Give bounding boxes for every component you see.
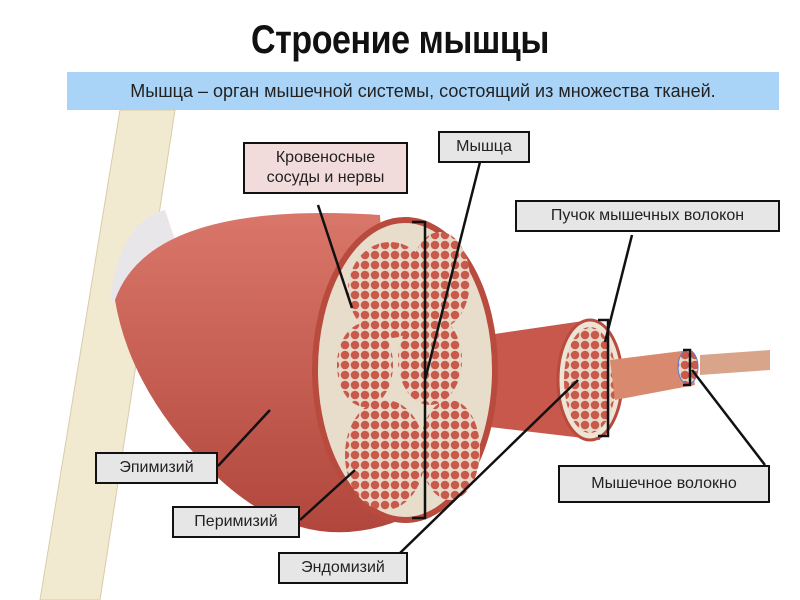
fiber-tube (610, 350, 695, 400)
label-muscle-fiber: Мышечное волокно (558, 465, 770, 503)
label-muscle: Мышца (438, 131, 530, 163)
label-perimysium: Перимизий (172, 506, 300, 538)
page-title: Строение мышцы (251, 18, 549, 62)
fiber-end (677, 349, 699, 385)
label-endomysium: Эндомизий (278, 552, 408, 584)
label-text: сосуды и нервы (266, 169, 385, 186)
label-blood-vessels-nerves: Кровеносные сосуды и нервы (243, 142, 408, 194)
subtitle-banner: Мышца – орган мышечной системы, состоящи… (67, 72, 779, 110)
label-text: Кровеносные (275, 149, 376, 166)
label-muscle-fiber-bundle: Пучок мышечных волокон (515, 200, 780, 232)
label-epimysium: Эпимизий (95, 452, 218, 484)
